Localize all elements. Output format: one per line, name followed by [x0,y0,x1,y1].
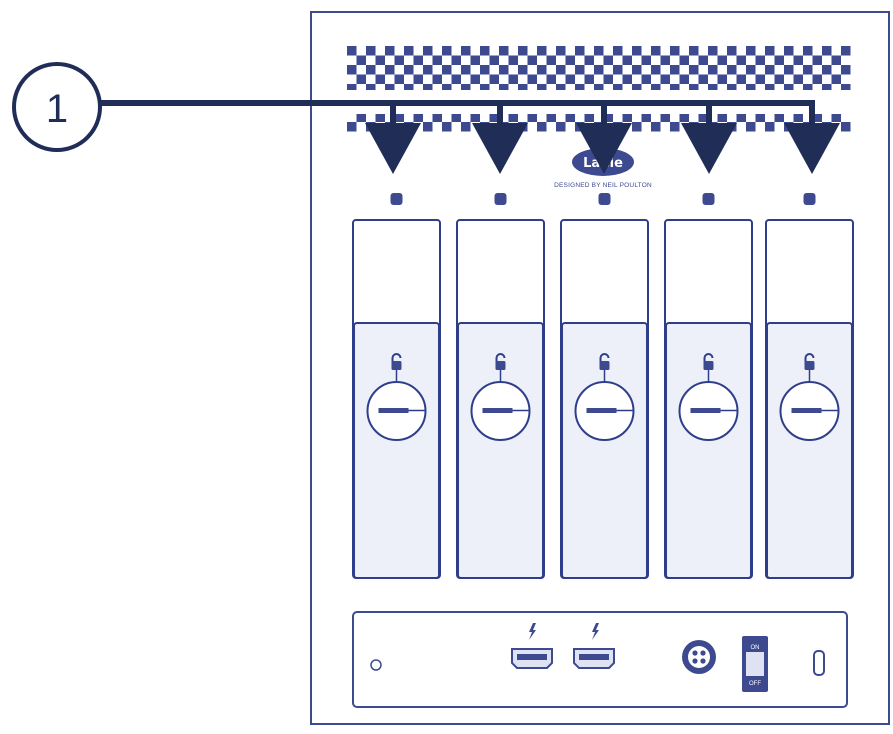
thunderbolt-icon [529,623,536,640]
callout-number: 1 [46,87,68,131]
callout-1: 1 [12,62,102,152]
drive-bay [765,219,854,579]
callout-arrow [576,100,632,174]
drive-bays [352,219,854,579]
callout-arrow [365,100,421,174]
callout-arrow [784,100,840,174]
power-connector [682,640,716,674]
unlock-icon [599,353,610,381]
drive-bay [560,219,649,579]
power-switch: ON OFF [742,636,768,692]
connector-panel: ON OFF [352,611,848,708]
unlock-icon [703,353,714,381]
drive-tray-handle [665,322,752,579]
din-power-icon [688,646,710,668]
status-led [803,193,816,205]
latch-dial [574,381,635,441]
drive-bay [664,219,753,579]
drive-status-leds [390,193,816,205]
drive-tray-handle [353,322,440,579]
latch-dial [470,381,531,441]
drive-tray-handle [457,322,544,579]
thunderbolt-port-2 [573,623,615,669]
drive-tray-handle [766,322,853,579]
thunderbolt-icon [592,623,599,640]
drive-bay [352,219,441,579]
callout-arrow [472,100,528,174]
unlock-icon [804,353,815,381]
status-led [494,193,507,205]
drive-tray-handle [561,322,648,579]
unlock-icon [495,353,506,381]
unlock-icon [391,353,402,381]
switch-on-label: ON [751,645,760,651]
logo-tagline: DESIGNED BY NEIL POULTON [554,182,652,189]
drive-bay [456,219,545,579]
latch-dial [366,381,427,441]
latch-dial [779,381,840,441]
status-led [702,193,715,205]
callout-arrow [681,100,737,174]
callout-arrows [100,100,840,174]
switch-off-label: OFF [749,681,761,687]
status-led [598,193,611,205]
status-led [390,193,403,205]
thunderbolt-port-1 [511,623,553,669]
kensington-hole [370,659,382,671]
reset-slot [813,650,825,676]
latch-dial [678,381,739,441]
